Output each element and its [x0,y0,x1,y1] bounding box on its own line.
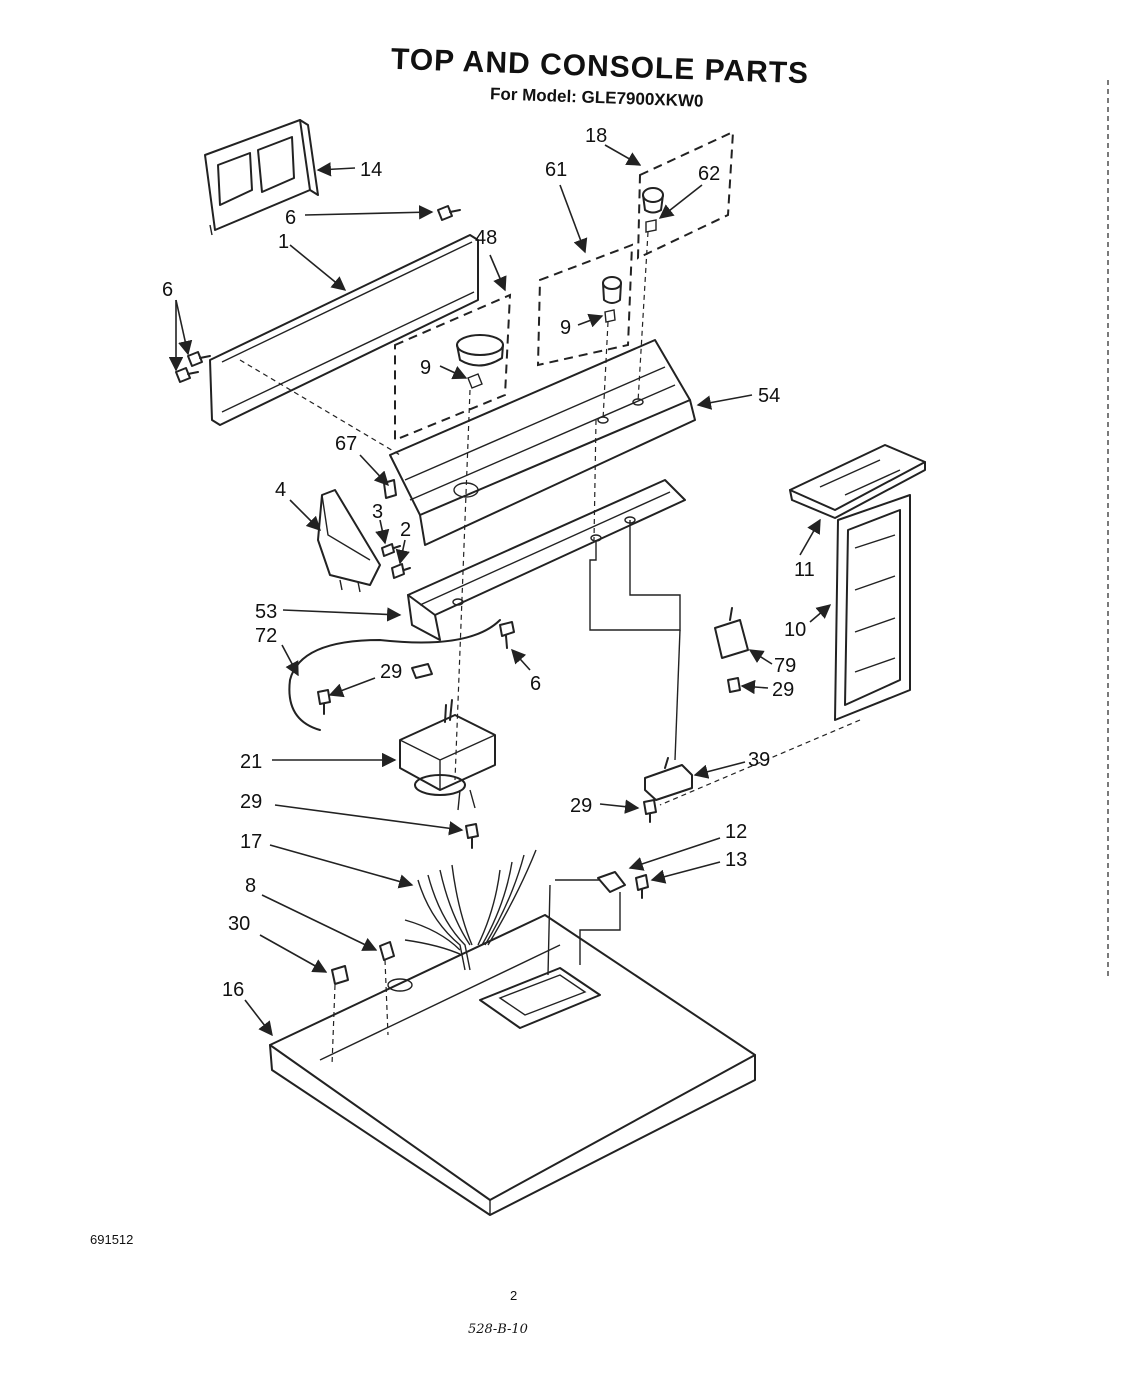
callout-9: 9 [560,317,571,339]
callout-53: 53 [255,601,277,623]
callout-62: 62 [698,163,720,185]
part-39-switch [644,757,693,801]
callout-21: 21 [240,751,262,773]
callout-10: 10 [784,619,806,641]
part-18-knob-group [636,130,735,260]
callout-67: 67 [335,433,357,455]
part-48-knob-group [394,293,512,442]
part-14-bracket [204,119,319,236]
callout-16: 16 [222,979,244,1001]
part-29-screw-d [643,799,657,823]
handwritten-code: 528-B-10 [468,1322,528,1337]
part-4-end-bracket [317,489,381,593]
callout-14: 14 [360,159,382,181]
part-21-timer [399,699,496,811]
callout-79: 79 [774,655,796,677]
part-3-screw [381,543,401,557]
alignment-lines [239,80,1109,1066]
part-30-clip [331,965,349,985]
callout-9: 9 [420,357,431,379]
callout-29: 29 [380,661,402,683]
part-8-clip [379,941,395,961]
callout-30: 30 [228,913,250,935]
callout-4: 4 [275,479,286,501]
callout-54: 54 [758,385,780,407]
part-6-screws [175,205,515,649]
callout-12: 12 [725,821,747,843]
part-29-screw-a [317,689,331,715]
part-79-switch [714,607,749,659]
part-wire-clip [411,663,433,679]
part-17-harness [404,849,537,971]
part-53-lower-channel [407,479,686,641]
callout-labels: 14 6 1 48 18 61 62 6 9 9 54 67 4 3 2 53 … [162,125,815,1001]
callout-2: 2 [400,519,411,541]
document-number: 691512 [90,1232,134,1247]
part-1-console-panel [209,234,479,426]
leader-lines [168,144,832,1037]
part-54-console-channel [389,339,696,546]
callout-8: 8 [245,875,256,897]
part-16-top-panel [269,914,756,1216]
part-2-screw [391,563,411,579]
part-61-knob-group [536,243,634,367]
callout-48: 48 [475,227,497,249]
callout-3: 3 [372,501,383,523]
callout-17: 17 [240,831,262,853]
part-12-clip [597,871,626,893]
callout-1: 1 [278,231,289,253]
callout-6: 6 [530,673,541,695]
callout-13: 13 [725,849,747,871]
callout-61: 61 [545,159,567,181]
callout-6: 6 [162,279,173,301]
part-67-clip [383,479,397,499]
callout-29: 29 [772,679,794,701]
part-29-screw-b [465,823,479,849]
part-11-cover [789,444,926,519]
page-number: 2 [510,1288,518,1303]
part-10-light-panel [834,494,911,721]
callout-29: 29 [240,791,262,813]
part-29-screw-c [727,677,741,693]
callout-11: 11 [794,559,815,581]
callout-72: 72 [255,625,277,647]
part-72-wire [288,619,501,731]
callout-39: 39 [748,749,770,771]
callout-18: 18 [585,125,607,147]
callout-29: 29 [570,795,592,817]
callout-6: 6 [285,207,296,229]
part-13-screw [635,874,649,899]
